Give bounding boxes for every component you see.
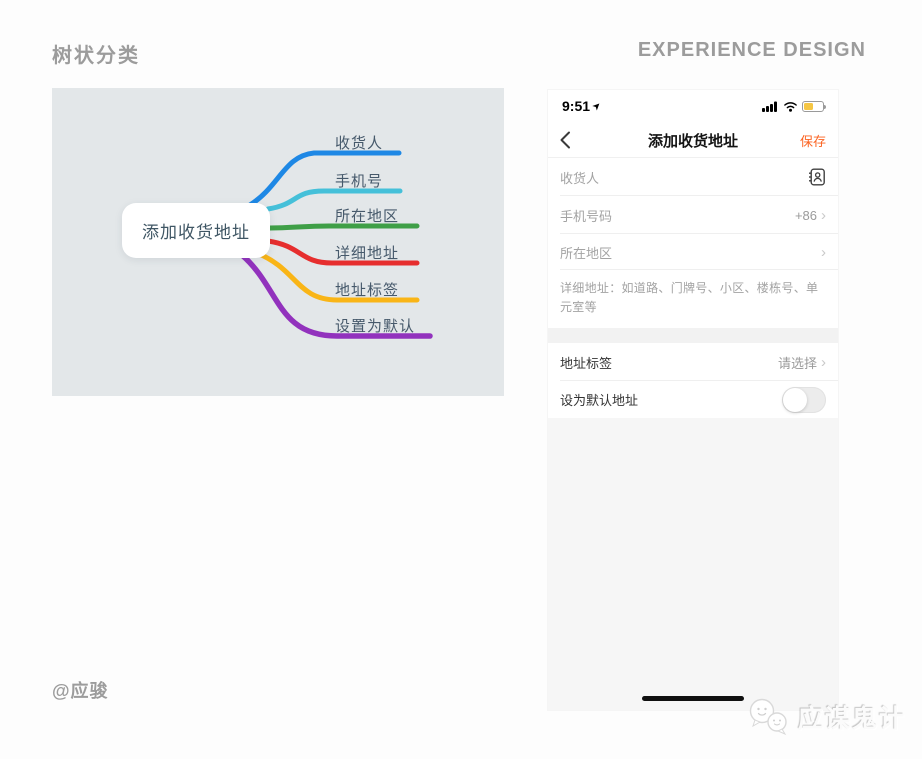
mindmap-root-label: 添加收货地址 [142,223,250,242]
row-divider [560,269,838,270]
region-field[interactable]: 所在地区 › [548,234,838,270]
watermark-text: 应谋鬼计 [797,705,906,733]
phone-number-placeholder: 手机号码 [560,208,613,224]
address-tag-row[interactable]: 地址标签 请选择 › [548,343,838,381]
section-spacer [548,328,838,343]
address-tag-label: 地址标签 [560,355,613,371]
mindmap-panel: 添加收货地址 收货人 手机号 所在地区 详细地址 地址标签 设置为默认 [52,88,504,396]
status-bar: 9:51 ➤ [548,90,838,122]
cellular-signal-icon [762,101,777,112]
contact-book-icon[interactable] [808,168,826,186]
branch-line-address [265,238,420,266]
chevron-right-icon: › [821,243,826,261]
mindmap-branch-lines [239,150,433,339]
chat-bubbles-icon [749,698,787,736]
phone-empty-area [548,418,838,710]
status-time: 9:51 ➤ [562,98,605,114]
branch-line-region [267,223,420,231]
default-address-row: 设为默认地址 [548,381,838,418]
watermark: 应谋鬼计 [746,696,906,738]
page-title: 添加收货地址 [647,132,738,150]
mindmap-branch-label: 收货人 [335,135,384,152]
row-divider [560,380,838,381]
phone-mockup: 9:51 ➤ [548,90,838,710]
wifi-icon [784,101,797,112]
chevron-right-icon: › [821,353,826,371]
mindmap-branch-label: 所在地区 [335,208,400,225]
mindmap-root-node: 添加收货地址 [122,203,270,258]
battery-icon [802,100,826,112]
mindmap-branch-label: 设置为默认 [335,318,416,335]
mindmap-branch-label: 手机号 [335,173,384,190]
save-button[interactable]: 保存 [799,133,826,149]
branch-line-default [239,252,433,339]
branch-line-recipient [247,150,402,208]
country-code-value[interactable]: +86 [794,207,817,223]
recipient-field[interactable]: 收货人 [548,158,838,196]
back-button[interactable] [560,130,580,150]
section-title: 树状分类 [52,45,140,67]
detail-address-field[interactable]: 详细地址：如道路、门牌号、小区、楼栋号、单元室等 [548,270,838,328]
brand-title: EXPERIENCE DESIGN [637,39,866,61]
branch-line-tag [254,250,420,303]
default-address-label: 设为默认地址 [560,393,639,408]
location-arrow-icon: ➤ [590,99,605,113]
toggle-knob [783,387,807,412]
row-divider [560,233,838,234]
chevron-left-icon [560,131,570,149]
recipient-placeholder: 收货人 [560,170,600,186]
home-indicator[interactable] [642,696,744,701]
nav-bar: 添加收货地址 保存 [548,122,838,158]
battery-nub [824,104,826,109]
time-text: 9:51 [562,98,591,114]
phone-number-field[interactable]: 手机号码 +86 › [548,196,838,234]
mindmap-branch-label: 地址标签 [335,282,400,299]
row-divider [560,195,838,196]
author-credit: @应骏 [52,681,109,701]
branch-line-phone [265,188,403,212]
default-address-toggle[interactable] [782,386,826,413]
detail-address-placeholder: 详细地址：如道路、门牌号、小区、楼栋号、单元室等 [560,281,819,314]
address-tag-value: 请选择 [777,355,817,371]
chevron-right-icon: › [821,206,826,224]
region-placeholder: 所在地区 [560,245,613,261]
battery-fill [804,102,813,110]
mindmap-branch-label: 详细地址 [335,245,400,262]
